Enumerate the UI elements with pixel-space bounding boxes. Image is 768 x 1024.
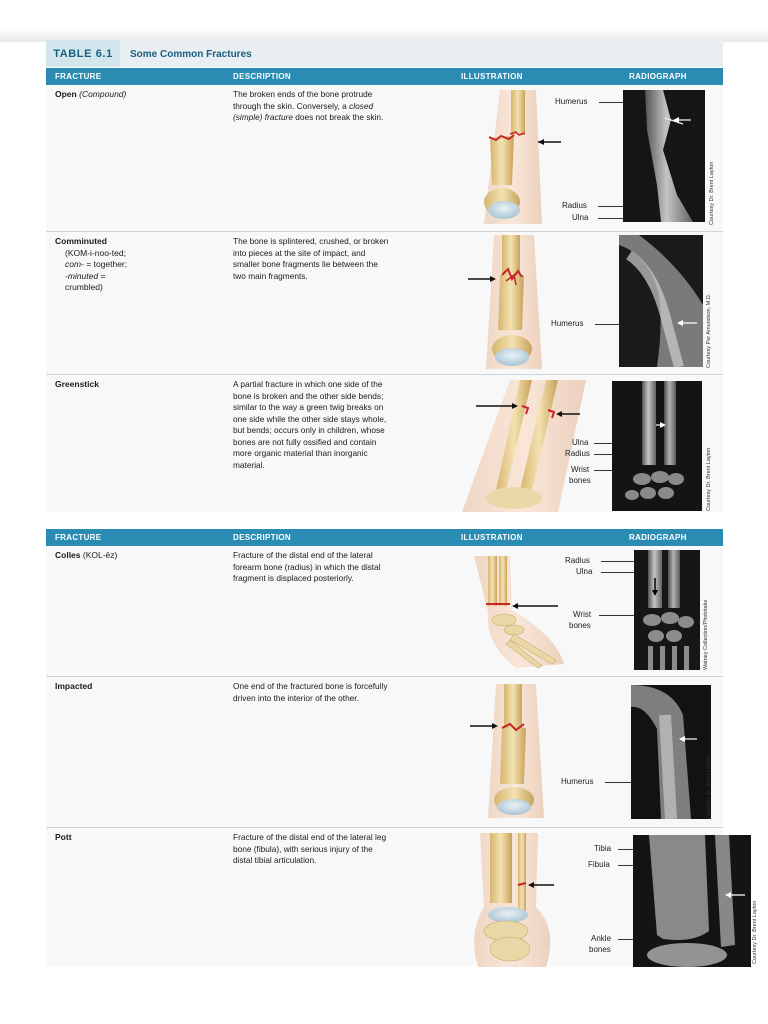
radiograph-greenstick <box>612 381 702 511</box>
radiograph-pott <box>633 835 751 967</box>
fracture-description: A partial fracture in which one side of … <box>233 379 387 470</box>
label-humerus: Humerus <box>551 319 584 328</box>
label-ulna: Ulna <box>576 567 593 576</box>
illustration-greenstick-fracture <box>462 380 586 512</box>
fracture-description: The bone is splintered, crushed, or brok… <box>233 236 389 281</box>
radiograph-colles <box>634 550 700 670</box>
fracture-name: Open (Compound) <box>55 89 127 99</box>
table-row-greenstick: Greenstick A partial fracture in which o… <box>46 374 723 513</box>
column-header-bar: FRACTURE DESCRIPTION ILLUSTRATION RADIOG… <box>46 529 723 546</box>
fracture-name: Pott <box>55 832 72 842</box>
radiograph-comminuted <box>619 235 703 367</box>
label-tibia: Tibia <box>594 844 612 853</box>
photo-credit: Courtesy Dr. Brent Layton <box>706 755 712 819</box>
column-header-bar: FRACTURE DESCRIPTION ILLUSTRATION RADIOG… <box>46 68 723 85</box>
fracture-name: Impacted <box>55 681 93 691</box>
label-radius: Radius <box>565 556 590 565</box>
table-row-open: Open (Compound) The broken ends of the b… <box>46 85 723 231</box>
column-description: DESCRIPTION <box>233 72 291 81</box>
fracture-name: Comminuted (KOM-i-noo-ted; com- = togeth… <box>55 236 128 292</box>
illustration-colles-fracture <box>474 556 564 669</box>
table-row-pott: Pott Fracture of the distal end of the l… <box>46 827 758 967</box>
page-top-edge <box>0 28 768 42</box>
radiograph-impacted <box>631 685 711 819</box>
column-fracture: FRACTURE <box>55 533 102 542</box>
fracture-description: Fracture of the distal end of the latera… <box>233 550 381 583</box>
label-wrist: Wrist <box>571 465 590 474</box>
photo-credit: Courtesy Dr. Brent Layton <box>752 900 758 964</box>
fracture-description: The broken ends of the bone protrude thr… <box>233 89 384 122</box>
label-bones: bones <box>569 476 591 485</box>
table-row-colles: Colles (KOL-ēz) Fracture of the distal e… <box>46 546 723 676</box>
photo-credit: Courtesy Dr. Brent Layton <box>709 161 715 225</box>
illustration-impacted-fracture <box>470 684 544 818</box>
fracture-name: Greenstick <box>55 379 99 389</box>
label-radius: Radius <box>562 201 587 210</box>
column-illustration: ILLUSTRATION <box>461 72 523 81</box>
column-illustration: ILLUSTRATION <box>461 533 523 542</box>
label-fibula: Fibula <box>588 860 610 869</box>
fracture-section-2 <box>46 546 723 966</box>
label-ulna: Ulna <box>572 438 589 447</box>
label-ulna: Ulna <box>572 213 589 222</box>
illustration-pott-fracture <box>474 833 554 967</box>
table-title: Some Common Fractures <box>130 49 252 60</box>
radiograph-open <box>623 90 705 222</box>
label-ankle: Ankle <box>591 934 612 943</box>
column-description: DESCRIPTION <box>233 533 291 542</box>
table-row-comminuted: Comminuted (KOM-i-noo-ted; com- = togeth… <box>46 231 723 375</box>
fracture-name: Colles (KOL-ēz) <box>55 550 118 560</box>
table-heading: TABLE 6.1 Some Common Fractures <box>46 40 723 67</box>
column-radiograph: RADIOGRAPH <box>629 533 687 542</box>
label-wrist: Wrist <box>573 610 592 619</box>
label-humerus: Humerus <box>561 777 594 786</box>
fracture-section-1 <box>46 85 723 512</box>
label-bones: bones <box>589 945 611 954</box>
table-number: TABLE 6.1 <box>46 40 120 67</box>
fracture-description: One end of the fractured bone is forcefu… <box>233 681 388 703</box>
photo-credit: Courtesy Dr. Brent Layton <box>706 447 712 511</box>
fracture-description: Fracture of the distal end of the latera… <box>233 832 387 865</box>
label-humerus: Humerus <box>555 97 588 106</box>
table-row-impacted: Impacted One end of the fractured bone i… <box>46 676 723 828</box>
label-bones: bones <box>569 621 591 630</box>
illustration-comminuted-fracture <box>468 235 542 369</box>
illustration-open-fracture <box>484 90 561 224</box>
photo-credit: Watney Collection/Phototake <box>703 599 709 670</box>
column-radiograph: RADIOGRAPH <box>629 72 687 81</box>
column-fracture: FRACTURE <box>55 72 102 81</box>
label-radius: Radius <box>565 449 590 458</box>
photo-credit: Courtesy Per Amundson, M.D. <box>706 293 712 368</box>
